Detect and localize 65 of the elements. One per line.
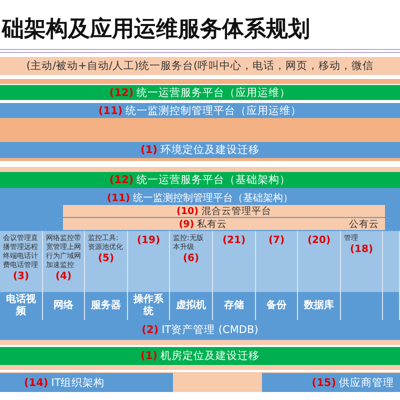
cloud-band bbox=[343, 218, 385, 230]
callout-number: (6) bbox=[182, 254, 200, 263]
service-desk-band bbox=[0, 57, 400, 75]
column-cell bbox=[341, 231, 383, 292]
column-cell bbox=[256, 231, 298, 292]
column-cell bbox=[170, 231, 213, 292]
platform-band bbox=[0, 103, 400, 118]
callout-number: (1) bbox=[140, 144, 158, 156]
column-cell bbox=[298, 231, 341, 292]
band-label: 统一监测控制管理平台（基础架构） bbox=[133, 193, 294, 204]
column-label: 存储 bbox=[224, 300, 244, 312]
callout-number: (12) bbox=[109, 174, 134, 186]
band-label: 统一运营服务平台（应用运维） bbox=[136, 86, 291, 100]
cloud-band bbox=[63, 205, 385, 217]
platform-band bbox=[0, 347, 400, 365]
platform-band bbox=[262, 373, 400, 392]
column-label: 数据库 bbox=[304, 300, 334, 312]
callout-number: (10) bbox=[176, 206, 198, 216]
column-label: 服务器 bbox=[91, 300, 121, 312]
callout-number: (14) bbox=[24, 376, 48, 388]
column-cell bbox=[43, 231, 85, 292]
column-cell bbox=[128, 231, 170, 292]
callout-number: (19) bbox=[136, 236, 162, 245]
band-label: 统一运营服务平台（基础架构） bbox=[136, 173, 291, 187]
band-label: 机房定位及建设迁移 bbox=[160, 349, 260, 363]
platform-band bbox=[0, 142, 400, 158]
band-label: 公有云 bbox=[349, 218, 379, 230]
column-cell bbox=[383, 231, 400, 292]
title: 础架构及应用运维服务体系规划 bbox=[2, 15, 310, 44]
column-cell bbox=[0, 231, 43, 292]
column-label: 备份 bbox=[266, 300, 286, 312]
callout-number: (11) bbox=[106, 193, 130, 204]
band-label: 私有云 bbox=[197, 218, 228, 230]
callout-number: (1) bbox=[140, 350, 158, 362]
platform-panel bbox=[0, 188, 400, 320]
band-label: (主动/被动+自动/人工)统一服务台(呼叫中心，电话，网页，移动，微信 bbox=[26, 59, 374, 73]
callout-number: (15) bbox=[312, 376, 336, 388]
column-label: 电话视频 bbox=[5, 294, 37, 318]
callout-number: (5) bbox=[96, 254, 116, 263]
band-label: IT资产管理 (CMDB) bbox=[162, 323, 258, 337]
callout-number: (20) bbox=[306, 236, 332, 245]
callout-number: (7) bbox=[267, 236, 286, 245]
platform-band bbox=[0, 320, 400, 340]
cloud-band bbox=[63, 218, 343, 230]
column-label: 操作系统 bbox=[132, 294, 164, 318]
callout-number: (9) bbox=[178, 218, 194, 230]
platform-band bbox=[0, 85, 400, 100]
callout-number: (11) bbox=[98, 104, 123, 116]
column-cell bbox=[85, 231, 128, 292]
callout-number: (12) bbox=[109, 86, 134, 98]
band-label: 统一监测控制管理平台（应用运维） bbox=[126, 104, 302, 118]
callout-number: (4) bbox=[54, 272, 73, 281]
platform-band bbox=[0, 373, 173, 392]
band-label: 环境定位及建设迁移 bbox=[160, 143, 260, 157]
callout-number: (18) bbox=[348, 245, 374, 254]
callout-number: (21) bbox=[221, 236, 247, 245]
callout-number: (2) bbox=[142, 324, 159, 336]
band-label: IT组织架构 bbox=[51, 376, 105, 390]
column-cell bbox=[213, 231, 256, 292]
band-label: 供应商管理 bbox=[339, 376, 394, 390]
band-label: 混合云管理平台 bbox=[201, 204, 272, 218]
platform-band bbox=[0, 172, 400, 188]
callout-number: (3) bbox=[12, 272, 30, 281]
column-label: 网络 bbox=[54, 300, 74, 312]
column-label: 虚拟机 bbox=[176, 300, 206, 312]
